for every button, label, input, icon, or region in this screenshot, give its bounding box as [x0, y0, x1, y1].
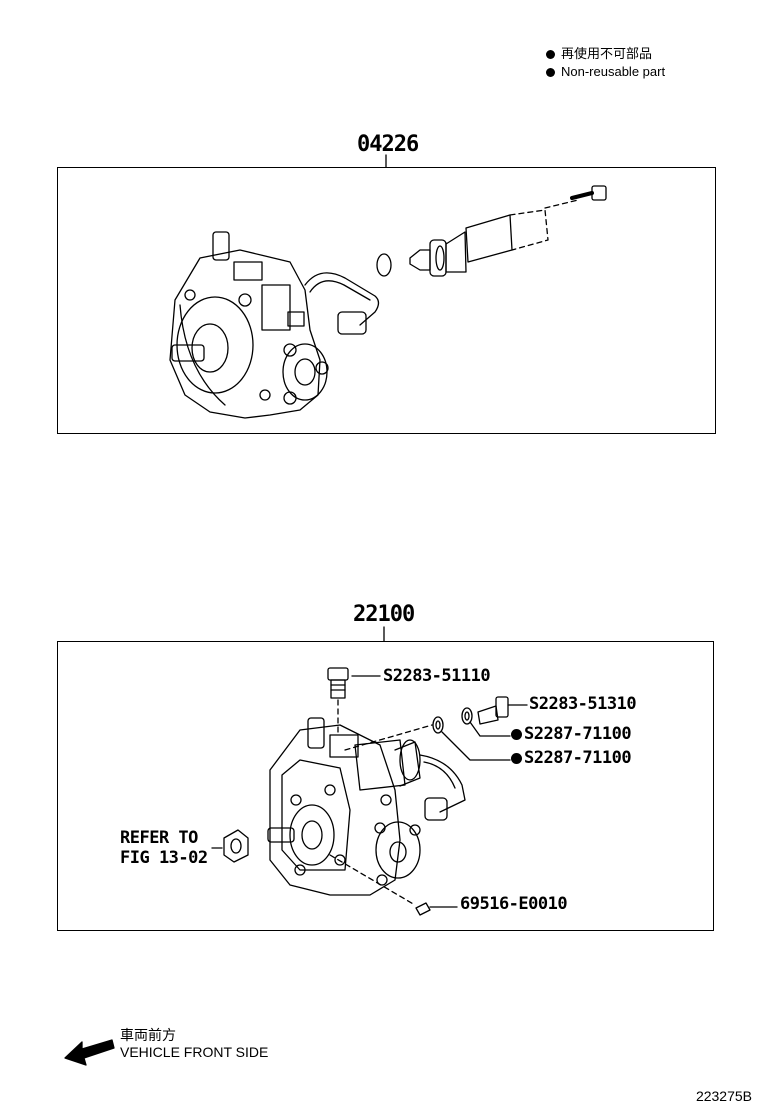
key-69516-e0010	[329, 854, 458, 916]
refer-line2[interactable]: FIG 13-02	[120, 848, 208, 868]
legend: 再使用不可部品 Non-reusable part	[546, 45, 665, 81]
part-label-69516-e0010[interactable]: 69516-E0010	[460, 894, 568, 914]
supply-pump-1-illustration	[169, 231, 380, 419]
part-label-s2283-51310[interactable]: S2283-51310	[529, 694, 637, 714]
legend-jp: 再使用不可部品	[561, 46, 653, 61]
suction-control-valve	[409, 209, 549, 277]
legend-en: Non-reusable part	[561, 64, 666, 79]
gasket-s2287-71100-a	[461, 707, 511, 737]
non-reusable-dot-icon	[546, 67, 555, 77]
part-label-s2287-71100-b[interactable]: S2287-71100	[511, 748, 632, 768]
supply-pump-2-illustration	[267, 717, 466, 896]
group1-frame	[57, 167, 716, 434]
part-label-s2283-51110[interactable]: S2283-51110	[383, 666, 491, 686]
vehicle-front-arrow-icon	[64, 1039, 115, 1066]
group2-code[interactable]: 22100	[353, 602, 415, 627]
refer-line1[interactable]: REFER TO	[120, 828, 198, 848]
group1-code[interactable]: 04226	[357, 132, 419, 157]
non-reusable-dot-icon	[511, 729, 522, 740]
direction-jp: 車両前方	[120, 1027, 176, 1043]
figure-ref: 223275B	[695, 1088, 752, 1104]
nut-refer	[211, 829, 249, 863]
part-label-s2287-71100-a[interactable]: S2287-71100	[511, 724, 632, 744]
group2-frame	[57, 641, 714, 931]
bolt-1	[570, 185, 607, 201]
gasket-s2287-71100-b	[432, 716, 511, 761]
bolt-s2283-51310	[477, 696, 528, 725]
o-ring-1	[376, 253, 392, 277]
non-reusable-dot-icon	[546, 49, 555, 59]
direction-en: VEHICLE FRONT SIDE	[120, 1044, 269, 1060]
non-reusable-dot-icon	[511, 753, 522, 764]
bolt-s2283-51110	[327, 667, 381, 736]
